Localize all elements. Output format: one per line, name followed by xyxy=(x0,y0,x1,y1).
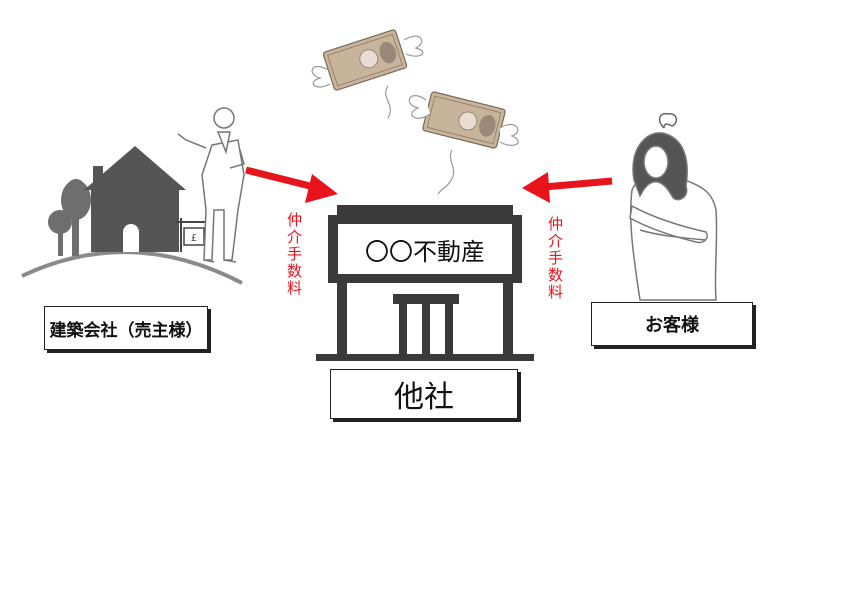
customer-label: お客様 xyxy=(591,302,753,346)
ground-hill xyxy=(21,250,243,285)
businessman-icon xyxy=(177,107,245,263)
banknote-icon xyxy=(408,91,519,195)
svg-text:£: £ xyxy=(191,233,197,244)
arrow-icon xyxy=(245,166,338,203)
house-icon xyxy=(84,146,186,252)
tree-icon xyxy=(48,179,91,256)
fee-label-right: 仲介手数料 xyxy=(546,216,564,301)
seller-label-text: 建築会社（売主様） xyxy=(49,320,203,341)
fee-label-left: 仲介手数料 xyxy=(285,212,303,297)
seller-label: 建築会社（売主様） xyxy=(44,306,208,350)
agency-label: 他社 xyxy=(330,369,518,419)
worried-woman-icon xyxy=(629,112,718,301)
agency-label-text: 他社 xyxy=(394,380,454,415)
banknote-icon xyxy=(311,29,424,119)
store-sign-text: 〇〇不動産 xyxy=(365,237,485,266)
customer-label-text: お客様 xyxy=(645,315,699,336)
arrow-icon xyxy=(522,172,613,203)
store-building-icon xyxy=(316,205,534,361)
for-sale-sign-icon: £ xyxy=(176,218,206,252)
